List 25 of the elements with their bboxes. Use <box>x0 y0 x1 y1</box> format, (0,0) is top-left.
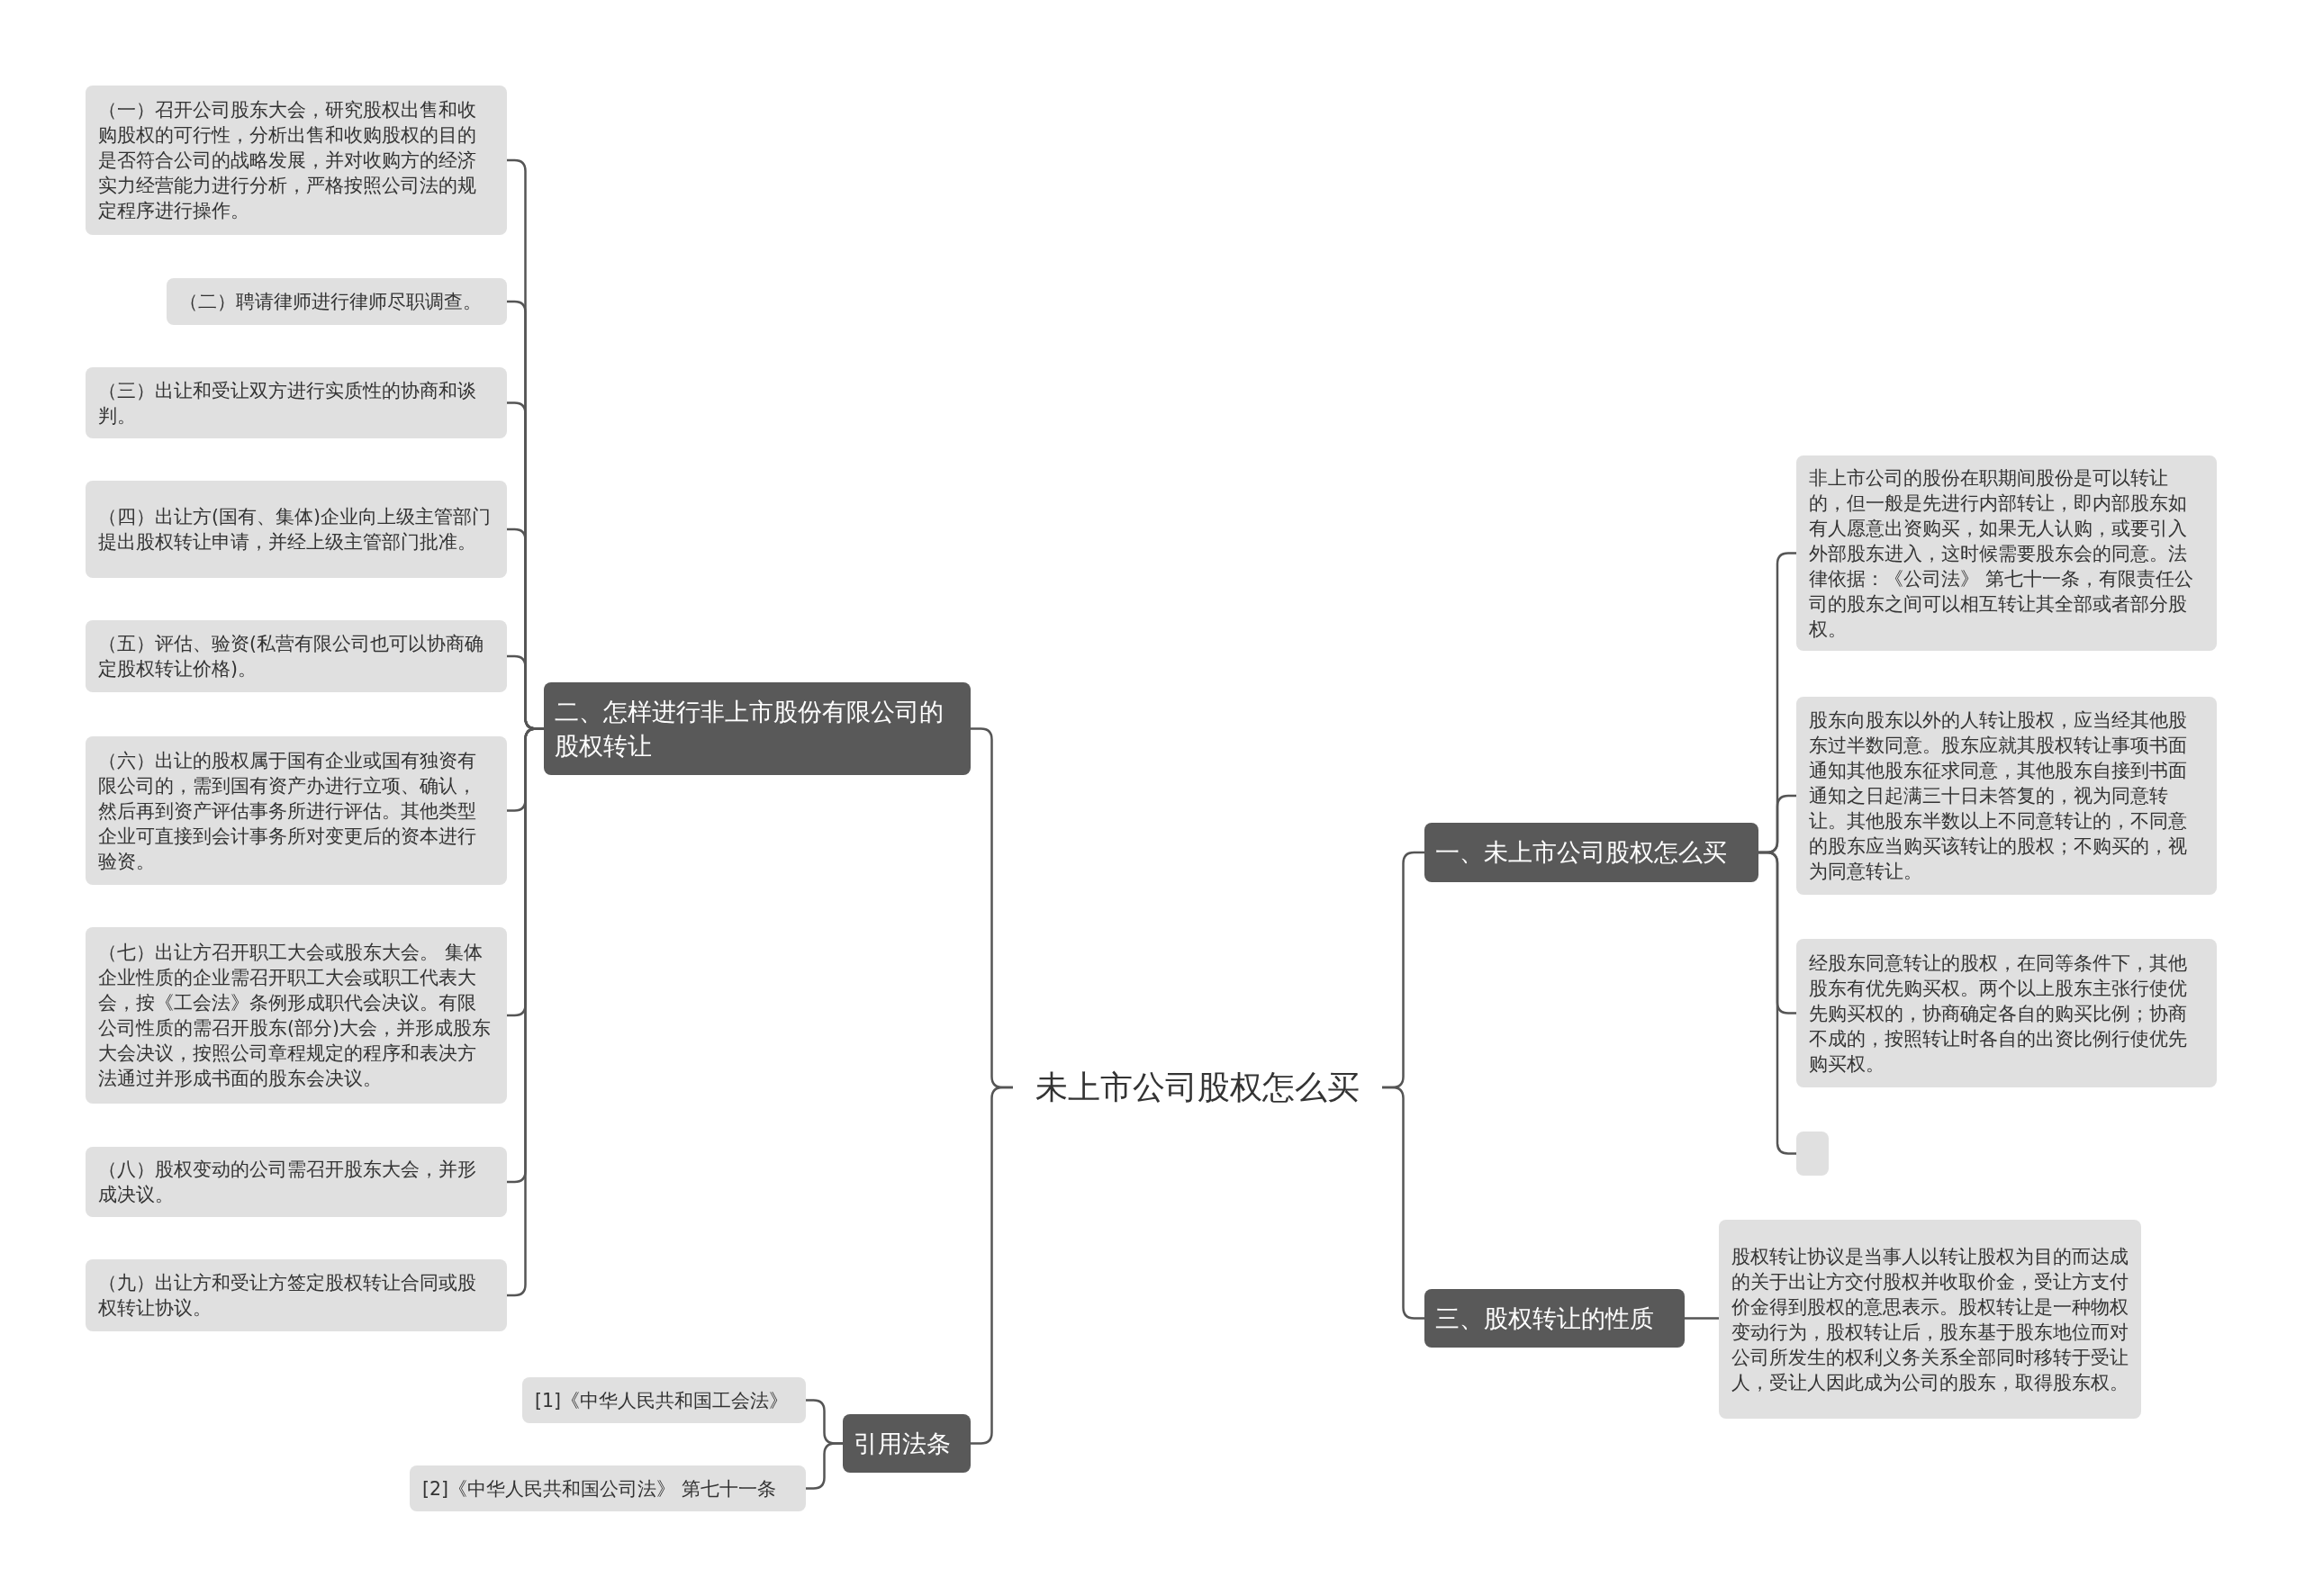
branch-topic: 三、股权转让的性质 <box>1424 1289 1685 1348</box>
central-topic: 未上市公司股权怎么买 <box>1013 1062 1382 1113</box>
empty-topic-box <box>1796 1132 1829 1176</box>
leaf-topic: （四）出让方(国有、集体)企业向上级主管部门提出股权转让申请，并经上级主管部门批准。 <box>86 481 507 578</box>
leaf-topic: 股东向股东以外的人转让股权，应当经其他股东过半数同意。股东应就其股权转让事项书面通知其他股东征求同意，其他股东自接到书面通知之日起满三十日未答复的，视为同意转让。其他股东半数以上不同意转让的，不同意的股东应当购买该转让的股权；不购买的，视为同意转让。 <box>1796 697 2217 895</box>
branch-topic: 二、怎样进行非上市股份有限公司的股权转让 <box>544 682 971 775</box>
connector-line <box>1382 1086 1424 1320</box>
connector-line <box>971 1086 1013 1445</box>
leaf-topic: （二）聘请律师进行律师尽职调查。 <box>167 278 507 325</box>
leaf-topic: （六）出让的股权属于国有企业或国有独资有限公司的，需到国有资产办进行立项、确认，然后再到资产评估事务所进行评估。其他类型企业可直接到会计事务所对变更后的资本进行验资。 <box>86 736 507 885</box>
leaf-topic: 经股东同意转让的股权，在同等条件下，其他股东有优先购买权。两个以上股东主张行使优先购买权的，协商确定各自的购买比例；协商不成的，按照转让时各自的出资比例行使优先购买权。 <box>1796 939 2217 1087</box>
leaf-topic: （三）出让和受让双方进行实质性的协商和谈判。 <box>86 367 507 438</box>
leaf-topic: 非上市公司的股份在职期间股份是可以转让的，但一般是先进行内部转让，即内部股东如有人愿意出资购买，如果无人认购，或要引入外部股东进入，这时候需要股东会的同意。法律依据：《公司法》 第七十一条，有限责任公司的股东之间可以相互转让其全部或者部分股权。 <box>1796 455 2217 651</box>
leaf-topic: （一）召开公司股东大会，研究股权出售和收购股权的可行性，分析出售和收购股权的目的是否符合公司的战略发展，并对收购方的经济实力经营能力进行分析，严格按照公司法的规定程序进行操作。 <box>86 86 507 235</box>
branch-topic: 一、未上市公司股权怎么买 <box>1424 823 1758 882</box>
leaf-topic: （七）出让方召开职工大会或股东大会。 集体企业性质的企业需召开职工大会或职工代表大会，按《工会法》条例形成职代会决议。有限公司性质的需召开股东(部分)大会，并形成股东大会决议，按照公司章程规定的程序和表决方法通过并形成书面的股东会决议。 <box>86 927 507 1104</box>
leaf-topic: 股权转让协议是当事人以转让股权为目的而达成的关于出让方交付股权并收取价金，受让方支付价金得到股权的意思表示。股权转让是一种物权变动行为，股权转让后，股东基于股东地位而对公司所发生的权利义务关系全部同时移转于受让人，受让人因此成为公司的股东，取得股东权。 <box>1719 1220 2141 1419</box>
connector-line <box>806 1442 843 1490</box>
connector-line <box>1685 1317 1719 1320</box>
leaf-topic: （九）出让方和受让方签定股权转让合同或股权转让协议。 <box>86 1259 507 1331</box>
leaf-topic: （八）股权变动的公司需召开股东大会，并形成决议。 <box>86 1147 507 1217</box>
leaf-topic: [2]《中华人民共和国公司法》 第七十一条 <box>410 1465 806 1511</box>
leaf-topic: （五）评估、验资(私营有限公司也可以协商确定股权转让价格)。 <box>86 620 507 692</box>
leaf-topic: [1]《中华人民共和国工会法》 <box>522 1377 806 1423</box>
branch-topic: 引用法条 <box>843 1414 971 1473</box>
